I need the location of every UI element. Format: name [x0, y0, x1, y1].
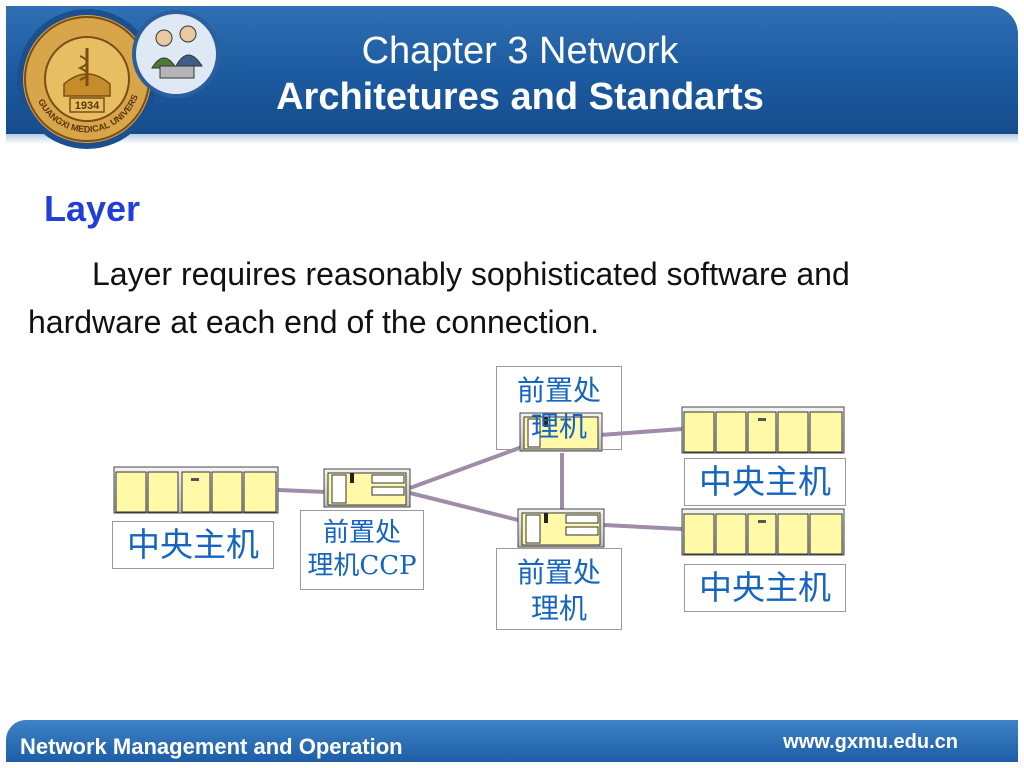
- right-top-host-label: 中央主机: [684, 458, 846, 506]
- bottom-fep-label-line-1: 前置处: [516, 556, 601, 589]
- footer-website-link[interactable]: www.gxmu.edu.cn: [783, 731, 958, 753]
- network-diagram: [113, 406, 845, 556]
- ccp-label-line-1: 前置处: [322, 518, 401, 548]
- ccp-label: 前置处 理机CCP: [300, 510, 424, 590]
- title-line-1: Chapter 3 Network: [361, 30, 679, 72]
- ccp-label-line-2: 理机CCP: [307, 551, 417, 581]
- header-shadow: [6, 134, 1018, 144]
- footer-bar: [6, 720, 1018, 762]
- right-top-host-cabinet-icon: [681, 406, 845, 454]
- right-bottom-host-cabinet-icon: [681, 508, 845, 556]
- link-ccp-bottom-fep: [409, 491, 523, 523]
- section-heading: Layer: [44, 188, 141, 229]
- footer-course-title: Network Management and Operation: [20, 734, 403, 759]
- top-fep-device-icon: [519, 412, 603, 452]
- university-seal-logo: 1934 GUANGXI MEDICAL UNIVERSITY: [14, 6, 157, 149]
- bottom-fep-label: 前置处 理机: [496, 548, 622, 630]
- top-fep-label: 前置处 理机: [496, 366, 622, 450]
- seal-year: 1934: [75, 100, 100, 112]
- left-host-cabinet-icon: [113, 466, 279, 514]
- network-links: [277, 427, 683, 531]
- left-host-label: 中央主机: [112, 521, 274, 569]
- right-bottom-host-label: 中央主机: [684, 564, 846, 612]
- bottom-fep-label-line-2: 理机: [530, 592, 587, 625]
- link-ccp-top-fep: [409, 445, 523, 490]
- title-line-2: Architetures and Standarts: [276, 76, 764, 118]
- ccp-device-icon: [323, 468, 411, 508]
- link-left-host-ccp: [277, 488, 327, 494]
- link-top-fep-right-host: [599, 427, 683, 437]
- people-clipart-icon: [132, 10, 220, 98]
- top-fep-label-line-2: 理机: [530, 410, 587, 443]
- body-paragraph: Layer requires reasonably sophisticated …: [28, 256, 850, 340]
- top-fep-label-line-1: 前置处: [516, 374, 601, 407]
- link-bottom-fep-right-host: [603, 523, 683, 531]
- bottom-fep-device-icon: [517, 508, 605, 548]
- slide-title: Chapter 3 Network Architetures and Stand…: [200, 28, 840, 120]
